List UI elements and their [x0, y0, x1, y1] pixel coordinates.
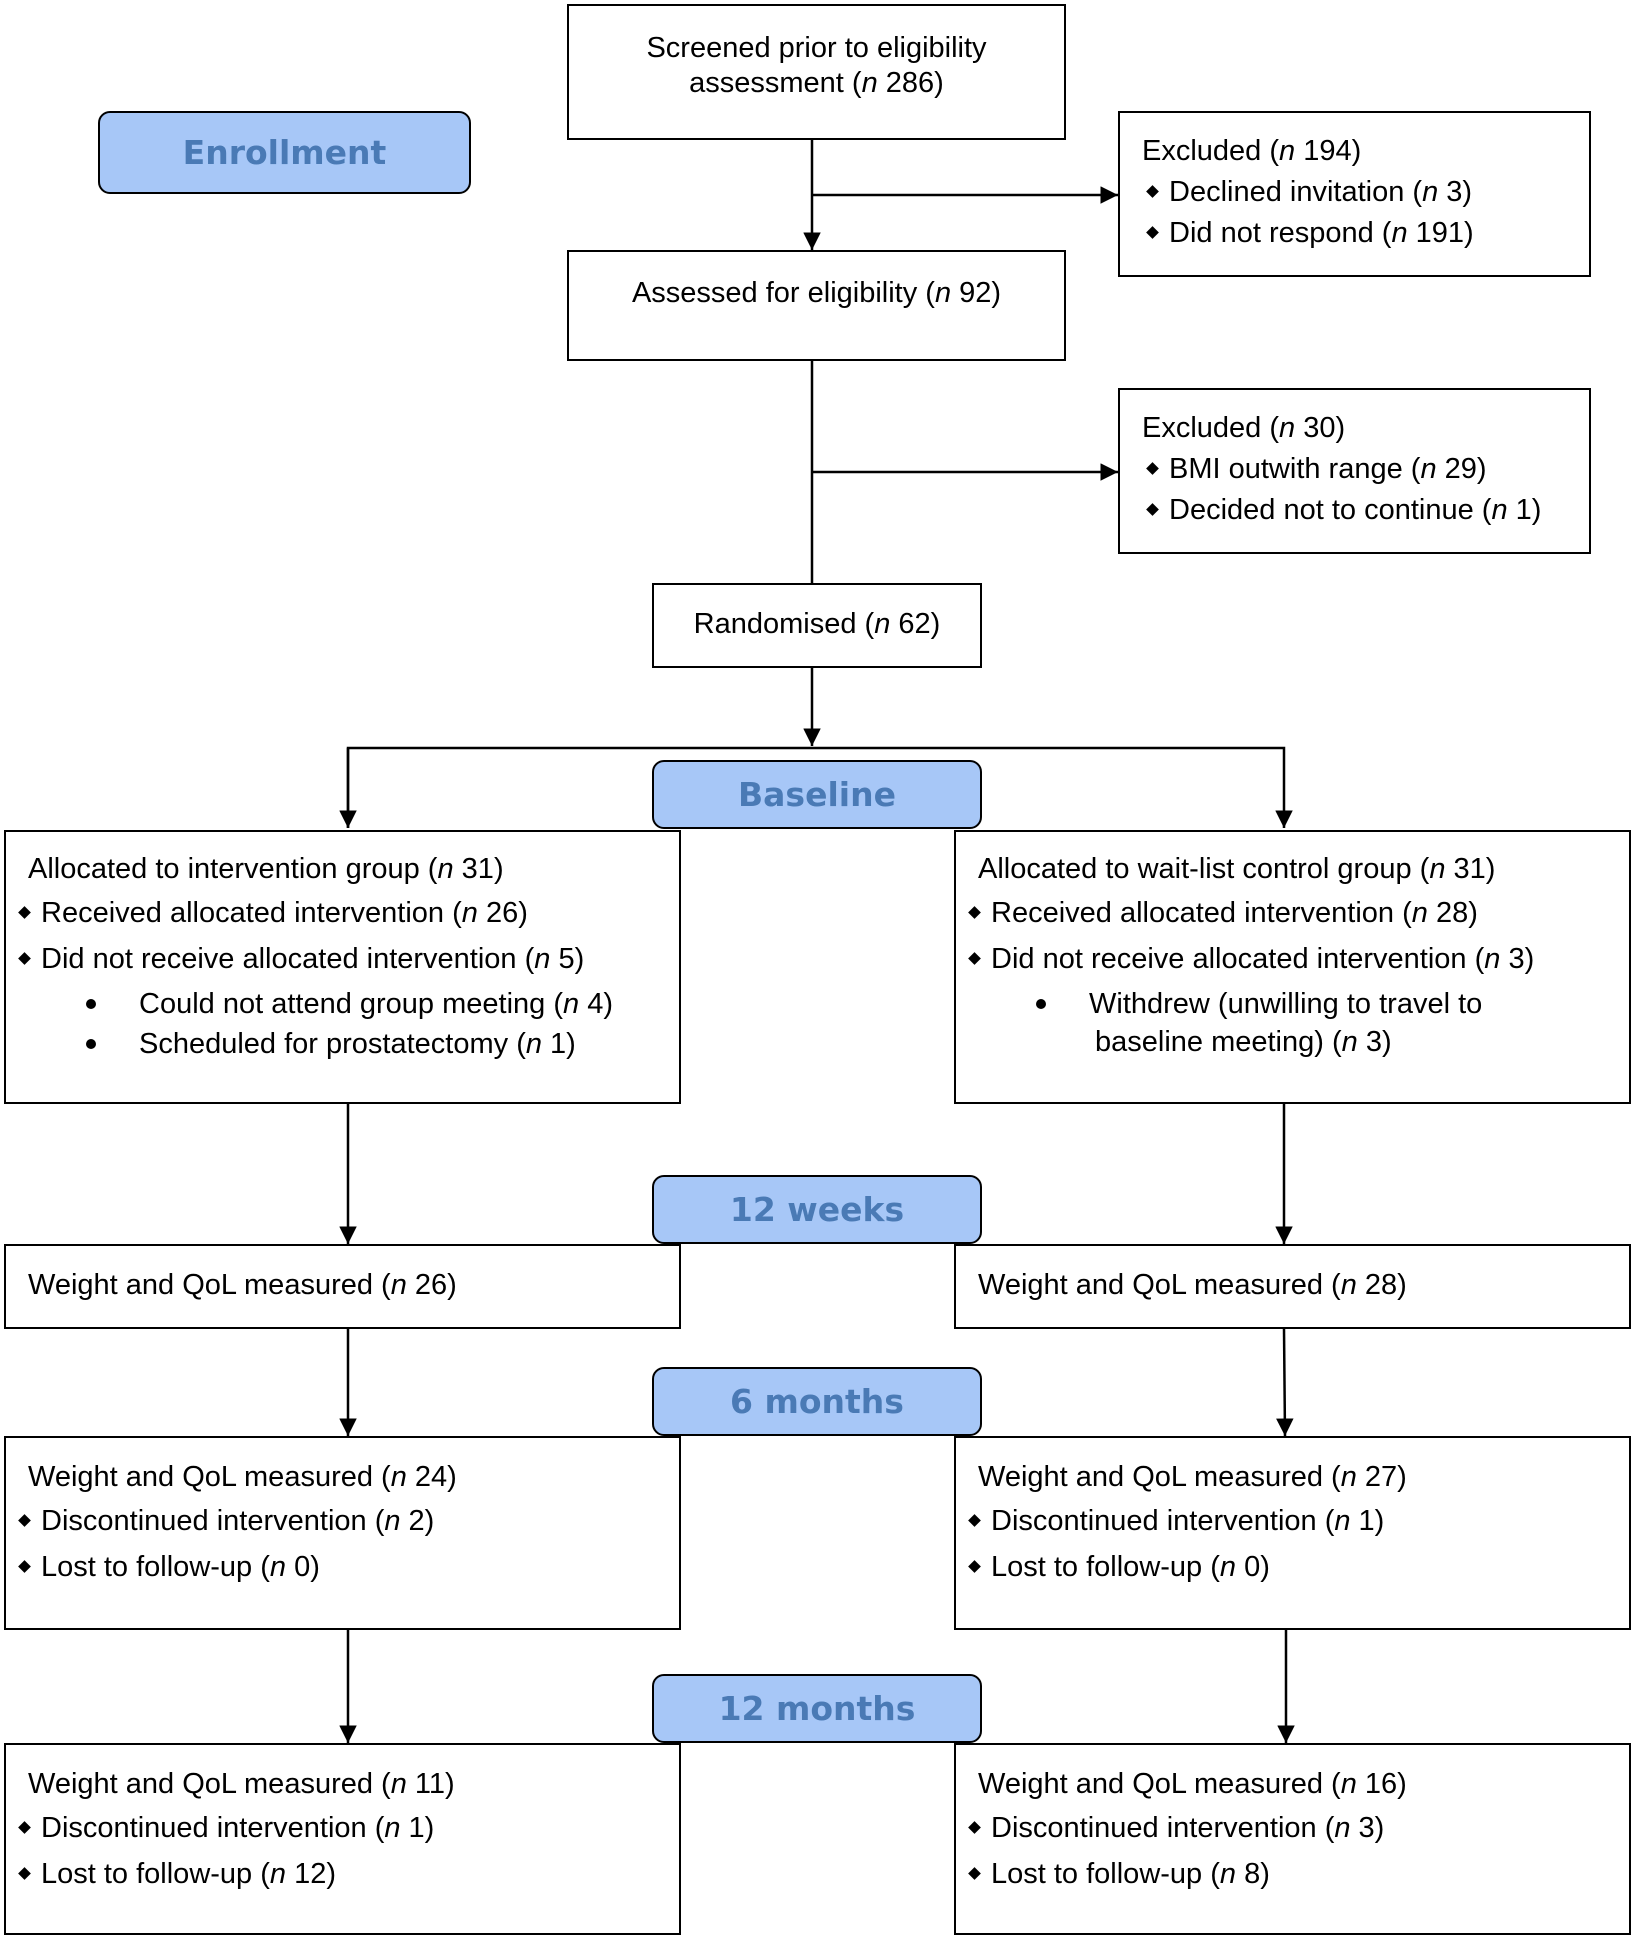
- diamond-bullet-icon: [18, 1560, 31, 1573]
- control-sub-reason: Withdrew (unwilling to travel to: [956, 987, 1629, 1022]
- control-allocated: Allocated to wait-list control group (n …: [978, 853, 1496, 885]
- intervention-12-weeks-box: Weight and QoL measured (n 26): [4, 1244, 681, 1329]
- intervention-received: Received allocated intervention (n 26): [14, 896, 679, 931]
- control-w12-text: Weight and QoL measured (n 28): [978, 1269, 1407, 1301]
- stage-6-months: 6 months: [652, 1367, 982, 1436]
- intervention-m12-measured: Weight and QoL measured (n 11): [28, 1768, 455, 1800]
- excluded-box-1: Excluded (n 194) Declined invitation (n …: [1118, 111, 1591, 277]
- intervention-m12-discontinued: Discontinued intervention (n 1): [14, 1811, 679, 1846]
- control-not-received: Did not receive allocated intervention (…: [964, 942, 1629, 977]
- intervention-m6-discontinued: Discontinued intervention (n 2): [14, 1504, 679, 1539]
- diamond-bullet-icon: [1146, 226, 1159, 239]
- dot-bullet-icon: [86, 998, 96, 1009]
- randomised-box: Randomised (n 62): [652, 583, 982, 668]
- control-m6-measured: Weight and QoL measured (n 27): [978, 1461, 1407, 1493]
- diamond-bullet-icon: [1146, 503, 1159, 516]
- assessed-text: Assessed for eligibility (n 92): [631, 277, 1002, 309]
- screened-box: Screened prior to eligibility assessment…: [567, 4, 1066, 140]
- dot-bullet-icon: [1036, 998, 1046, 1009]
- diamond-bullet-icon: [968, 906, 981, 920]
- excluded2-item: Decided not to continue (n 1): [1142, 493, 1589, 528]
- diamond-bullet-icon: [1146, 185, 1159, 199]
- excluded1-item: Did not respond (n 191): [1142, 216, 1589, 251]
- diamond-bullet-icon: [968, 952, 981, 965]
- stage-baseline: Baseline: [652, 760, 982, 829]
- diamond-bullet-icon: [968, 1560, 981, 1573]
- control-m6-lost: Lost to follow-up (n 0): [964, 1550, 1629, 1585]
- intervention-allocated: Allocated to intervention group (n 31): [28, 853, 504, 885]
- intervention-m12-lost: Lost to follow-up (n 12): [14, 1857, 679, 1892]
- control-m12-lost: Lost to follow-up (n 8): [964, 1857, 1629, 1892]
- intervention-sub-reason: Could not attend group meeting (n 4): [6, 987, 679, 1022]
- control-12-weeks-box: Weight and QoL measured (n 28): [954, 1244, 1631, 1329]
- control-6-months-box: Weight and QoL measured (n 27) Discontin…: [954, 1436, 1631, 1630]
- stage-12-weeks: 12 weeks: [652, 1175, 982, 1244]
- diamond-bullet-icon: [968, 1821, 981, 1835]
- intervention-not-received: Did not receive allocated intervention (…: [14, 942, 679, 977]
- control-received: Received allocated intervention (n 28): [964, 896, 1629, 931]
- diamond-bullet-icon: [18, 952, 31, 965]
- intervention-6-months-box: Weight and QoL measured (n 24) Discontin…: [4, 1436, 681, 1630]
- intervention-allocation-box: Allocated to intervention group (n 31) R…: [4, 830, 681, 1104]
- control-m12-measured: Weight and QoL measured (n 16): [978, 1768, 1407, 1800]
- diamond-bullet-icon: [968, 1514, 981, 1528]
- control-m6-discontinued: Discontinued intervention (n 1): [964, 1504, 1629, 1539]
- control-allocation-box: Allocated to wait-list control group (n …: [954, 830, 1631, 1104]
- diamond-bullet-icon: [18, 906, 31, 920]
- control-12-months-box: Weight and QoL measured (n 16) Discontin…: [954, 1743, 1631, 1935]
- control-sub-reason-cont: baseline meeting) (n 3): [1095, 1026, 1392, 1059]
- excluded2-title: Excluded (n 30): [1142, 412, 1346, 444]
- diamond-bullet-icon: [18, 1514, 31, 1528]
- diamond-bullet-icon: [18, 1821, 31, 1835]
- arrow-ctl-w12-to-m6: [1276, 1328, 1294, 1437]
- diamond-bullet-icon: [1146, 462, 1159, 476]
- intervention-w12-text: Weight and QoL measured (n 26): [28, 1269, 457, 1301]
- diamond-bullet-icon: [968, 1867, 981, 1880]
- intervention-m6-measured: Weight and QoL measured (n 24): [28, 1461, 457, 1493]
- excluded1-title: Excluded (n 194): [1142, 135, 1362, 167]
- excluded2-item: BMI outwith range (n 29): [1142, 452, 1589, 487]
- stage-enrollment: Enrollment: [98, 111, 471, 194]
- excluded1-item: Declined invitation (n 3): [1142, 175, 1589, 210]
- intervention-sub-reason: Scheduled for prostatectomy (n 1): [6, 1027, 679, 1062]
- screened-line1: Screened prior to eligibility: [646, 32, 987, 64]
- randomised-text: Randomised (n 62): [693, 608, 941, 640]
- stage-12-months: 12 months: [652, 1674, 982, 1743]
- diamond-bullet-icon: [18, 1867, 31, 1880]
- control-m12-discontinued: Discontinued intervention (n 3): [964, 1811, 1629, 1846]
- intervention-12-months-box: Weight and QoL measured (n 11) Discontin…: [4, 1743, 681, 1935]
- excluded-box-2: Excluded (n 30) BMI outwith range (n 29)…: [1118, 388, 1591, 554]
- intervention-m6-lost: Lost to follow-up (n 0): [14, 1550, 679, 1585]
- assessed-box: Assessed for eligibility (n 92): [567, 250, 1066, 361]
- dot-bullet-icon: [86, 1038, 96, 1049]
- screened-line2: assessment (n 286): [689, 66, 944, 99]
